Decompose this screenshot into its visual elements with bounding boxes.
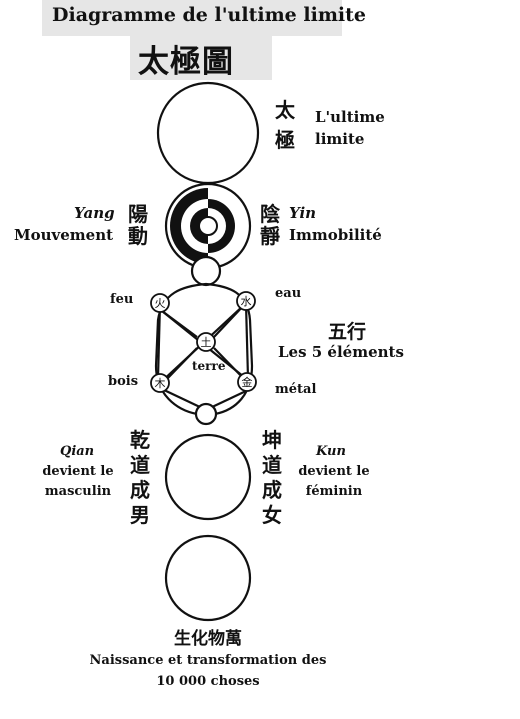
wuji-text-1: L'ultime — [315, 108, 385, 126]
water-glyph: 水 — [241, 295, 252, 308]
connector-circle-top — [190, 255, 222, 287]
yang-meaning: Mouvement — [14, 226, 114, 244]
chinese-title: 太極圖 — [138, 44, 234, 80]
bottom-line-2: 10 000 choses — [156, 674, 260, 689]
earth-node — [196, 332, 216, 352]
qian-char-1: 乾 — [130, 428, 150, 452]
yin-char-1: 陰 — [260, 202, 280, 226]
yin-char-2: 靜 — [260, 224, 280, 248]
five-elements-label: Les 5 éléments — [278, 343, 404, 361]
wood-node — [150, 373, 170, 393]
yin-name: Yin — [289, 204, 317, 222]
metal-node — [237, 372, 257, 392]
qian-kun-circle — [164, 433, 252, 521]
bottom-line-1: Naissance et transformation des — [89, 653, 327, 668]
kun-char-1: 坤 — [262, 428, 282, 452]
ten-thousand-things-circle — [164, 534, 252, 622]
qian-char-3: 成 — [130, 478, 150, 502]
fire-node — [150, 293, 170, 313]
kun-line-2: féminin — [305, 484, 363, 499]
wuji-char-2: 極 — [275, 128, 295, 152]
qian-name: Qian — [60, 444, 95, 459]
qian-line-1: devient le — [42, 464, 114, 479]
water-node — [236, 291, 256, 311]
fire-glyph: 火 — [155, 297, 166, 310]
connector-circle-bottom — [194, 402, 218, 426]
ten-thousand-things-chars: 生化物萬 — [174, 629, 242, 649]
metal-label: métal — [275, 382, 317, 397]
wuji-char-1: 太 — [275, 98, 295, 122]
metal-glyph: 金 — [242, 375, 253, 389]
kun-line-1: devient le — [298, 464, 370, 479]
yang-name: Yang — [74, 204, 115, 222]
yang-char-1: 陽 — [128, 202, 148, 226]
qian-char-2: 道 — [130, 453, 150, 477]
yang-char-2: 動 — [128, 224, 148, 248]
fire-label: feu — [110, 292, 134, 307]
earth-label: terre — [192, 359, 226, 373]
yin-meaning: Immobilité — [289, 226, 382, 244]
kun-char-3: 成 — [262, 478, 282, 502]
yinyang-core — [198, 216, 218, 236]
qian-char-4: 男 — [130, 503, 150, 527]
kun-name: Kun — [316, 444, 346, 459]
earth-glyph: 土 — [201, 336, 212, 349]
wood-label: bois — [108, 374, 139, 389]
qian-line-2: masculin — [44, 484, 112, 499]
chinese-title-background — [130, 36, 272, 80]
five-elements-chars: 五行 — [328, 321, 367, 343]
kun-char-2: 道 — [262, 453, 282, 477]
water-label: eau — [275, 286, 302, 301]
diagram-title: Diagramme de l'ultime limite — [52, 4, 367, 26]
title-background — [42, 0, 342, 36]
wuji-text-2: limite — [315, 130, 365, 148]
kun-char-4: 女 — [262, 503, 282, 527]
wood-glyph: 木 — [155, 377, 166, 390]
wuji-circle — [156, 81, 260, 185]
